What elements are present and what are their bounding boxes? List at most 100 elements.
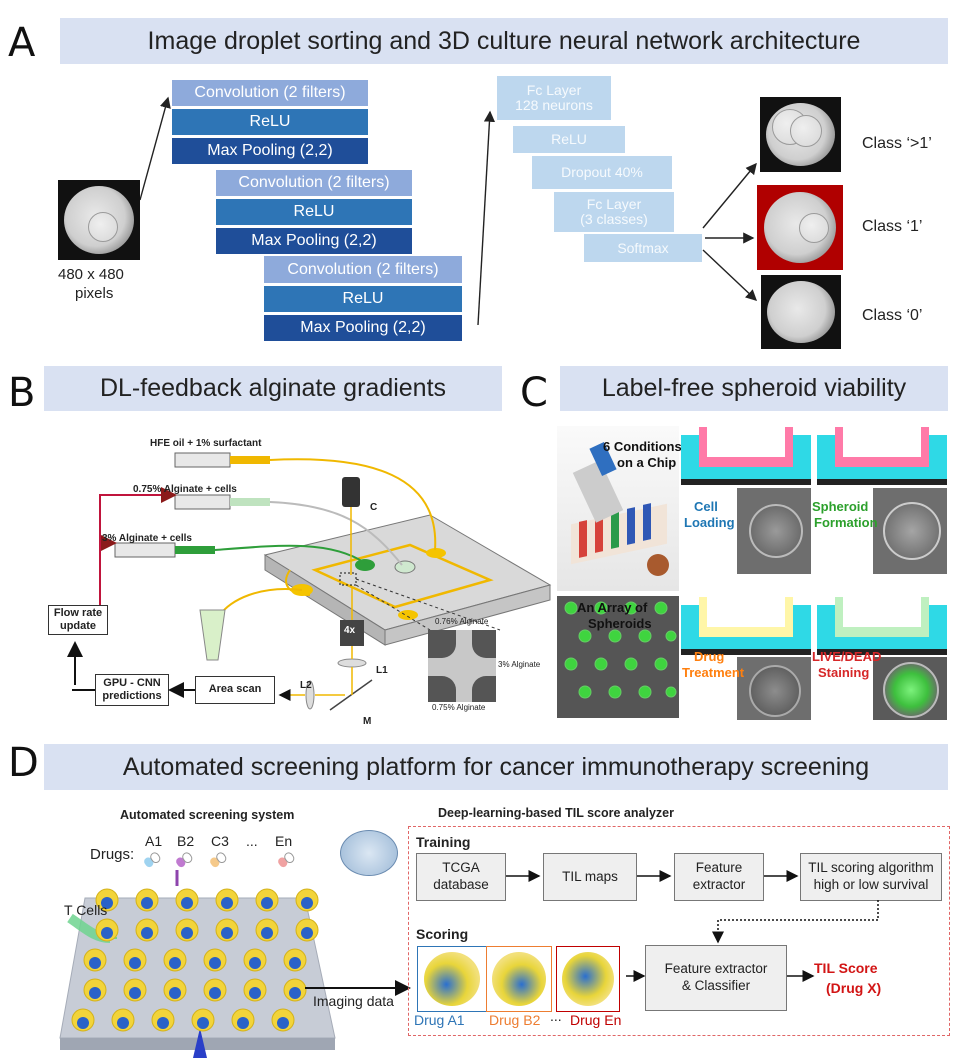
platform-spheroid-core — [209, 987, 221, 999]
platform-spheroid-core — [289, 987, 301, 999]
syringe-label-oil: HFE oil + 1% surfactant — [150, 438, 262, 449]
platform-spheroid-core — [157, 1017, 169, 1029]
drug-en-label: En — [275, 833, 293, 849]
analyzer-title: Deep-learning-based TIL score analyzer — [438, 806, 674, 820]
micrograph-live-dead-staining — [873, 657, 947, 720]
training-label: Training — [416, 834, 471, 850]
input-size-caption: 480 x 480 — [58, 266, 124, 283]
classifier-line2: & Classifier — [681, 978, 751, 993]
step-spheroid-formation-line2: Formation — [814, 515, 878, 530]
fc-layer-128: Fc Layer 128 neurons — [497, 76, 611, 120]
feature-extractor-line1: Feature — [695, 860, 743, 876]
fc-dropout: Dropout 40% — [532, 156, 672, 189]
conv-layer-2: Convolution (2 filters) — [216, 170, 412, 196]
platform-spheroid-core — [197, 1017, 209, 1029]
tcells-label: T Cells — [64, 902, 108, 918]
drugs-label: Drugs: — [90, 846, 135, 863]
gpu-cnn-predictions-box: GPU - CNN predictions — [95, 674, 169, 706]
feature-extractor-box: Feature extractor — [674, 853, 764, 901]
system-title: Automated screening system — [120, 808, 295, 822]
platform-spheroid-core — [261, 927, 273, 939]
step-live-dead-line1: LIVE/DEAD — [812, 649, 882, 664]
drug-b2-label: B2 — [177, 833, 195, 849]
objective-label: 4x — [344, 625, 356, 636]
drug-a1-image-frame — [417, 946, 487, 1012]
platform-spheroid-core — [301, 897, 313, 909]
conv-layer-1: Convolution (2 filters) — [172, 80, 368, 106]
platform-spheroid-core — [89, 957, 101, 969]
tcga-database-box: TCGA database — [416, 853, 506, 901]
flow-rate-update-box: Flow rate update — [48, 605, 108, 635]
relu-layer-2: ReLU — [216, 199, 412, 225]
platform-spheroid-core — [169, 957, 181, 969]
output-droplet-class-gt1 — [760, 97, 841, 172]
til-scoring-line2: high or low survival — [813, 877, 929, 892]
pool-layer-3: Max Pooling (2,2) — [264, 315, 462, 341]
fc-relu: ReLU — [513, 126, 625, 153]
step-diagram-drug-treatment — [681, 597, 811, 657]
drug-c3-label: C3 — [211, 833, 229, 849]
step-cell-loading-line2: Loading — [684, 515, 735, 530]
drug-a1-label: A1 — [145, 833, 163, 849]
classifier-line1: Feature extractor — [664, 961, 768, 977]
platform-spheroid-core — [117, 1017, 129, 1029]
class-label-gt1: Class ‘>1’ — [862, 135, 932, 152]
platform-spheroid-core — [277, 1017, 289, 1029]
step-live-dead-line2: Staining — [818, 665, 870, 680]
til-scoring-algorithm-box: TIL scoring algorithm high or low surviv… — [800, 853, 942, 901]
spheroid-grid — [71, 888, 319, 1032]
step-diagram-cell-loading — [681, 427, 811, 487]
input-size-caption-unit: pixels — [75, 285, 114, 302]
drug-a1-caption: Drug A1 — [414, 1012, 465, 1028]
fc-layer-3-line1: Fc Layer — [586, 196, 642, 213]
micrograph-spheroid-formation — [873, 488, 947, 574]
platform-spheroid-core — [181, 897, 193, 909]
panel-d-title: Automated screening platform for cancer … — [44, 744, 948, 790]
panel-a-letter: A — [8, 20, 36, 66]
step-cell-loading-line1: Cell — [694, 499, 718, 514]
platform-spheroid-core — [289, 957, 301, 969]
chip-caption-line1: 6 Conditions — [603, 439, 682, 454]
step-drug-treatment-line1: Drug — [694, 649, 725, 664]
platform-spheroid-core — [141, 897, 153, 909]
imaging-arrow — [305, 980, 411, 996]
class-label-1: Class ‘1’ — [862, 218, 923, 235]
brain-icon — [340, 830, 398, 876]
tcga-line2: database — [433, 877, 489, 892]
lens-1-label: L1 — [376, 665, 388, 676]
feedback-arrows — [72, 682, 195, 698]
drug-b2-caption: Drug B2 — [489, 1012, 541, 1028]
panel-d-letter: D — [8, 740, 39, 786]
tcga-line1: TCGA — [442, 860, 480, 876]
platform-spheroid-core — [169, 987, 181, 999]
platform-spheroid-core — [101, 927, 113, 939]
step-spheroid-formation-line1: Spheroid — [812, 499, 869, 514]
panel-c-title: Label-free spheroid viability — [560, 366, 948, 411]
analyzer-dashed-frame — [408, 826, 950, 1036]
drug-b2-image-frame — [486, 946, 552, 1012]
platform-spheroid-core — [221, 897, 233, 909]
micrograph-drug-treatment — [737, 657, 811, 720]
step-diagram-live-dead-staining — [817, 597, 947, 657]
til-score-line1: TIL Score — [814, 960, 878, 976]
platform-spheroid-core — [249, 987, 261, 999]
lens-2-label: L2 — [300, 680, 312, 691]
syringe-label-075-alginate: 0.75% Alginate + cells — [133, 484, 237, 495]
platform-spheroid-core — [89, 987, 101, 999]
panel-b-letter: B — [8, 370, 36, 416]
class-label-0: Class ‘0’ — [862, 307, 923, 324]
step-drug-treatment-line2: Treatment — [682, 665, 745, 680]
platform-spheroid-core — [249, 957, 261, 969]
platform-spheroid-core — [101, 897, 113, 909]
output-droplet-class-0 — [761, 275, 841, 349]
panel-c-letter: C — [520, 370, 548, 416]
platform-spheroid-core — [141, 927, 153, 939]
platform-spheroid-core — [301, 927, 313, 939]
pool-layer-1: Max Pooling (2,2) — [172, 138, 368, 164]
platform-spheroid-core — [209, 957, 221, 969]
drug-ellipsis-label: ... — [246, 833, 258, 849]
platform-spheroid-core — [237, 1017, 249, 1029]
softmax-layer: Softmax — [584, 234, 702, 262]
channel-micrograph-inset — [428, 630, 496, 702]
pool-layer-2: Max Pooling (2,2) — [216, 228, 412, 254]
